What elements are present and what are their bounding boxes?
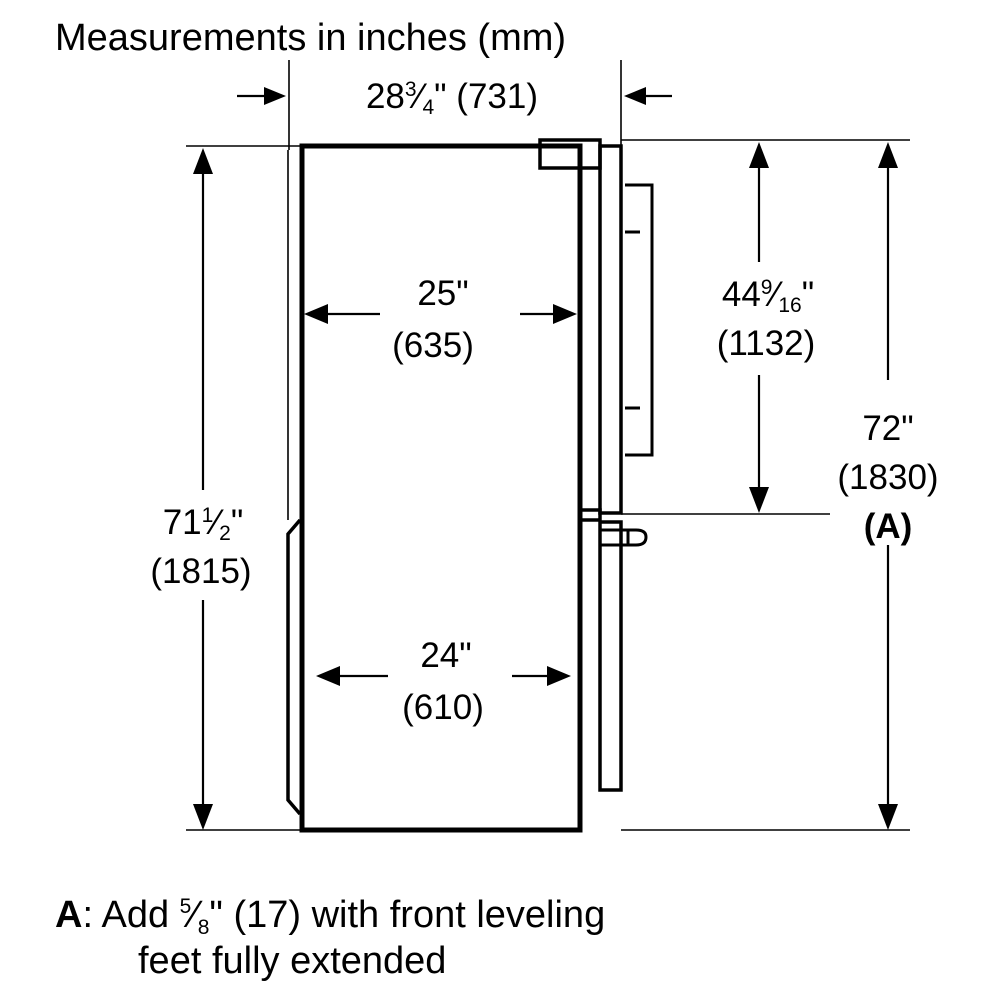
arrowhead-lower-depth-right (547, 666, 571, 686)
dim-label-total-height-inches: 72" (862, 409, 913, 448)
dim-label-lower-depth-inches: 24" (420, 636, 471, 675)
lower-door-slab (598, 520, 623, 792)
arrowhead-total-top (878, 142, 898, 168)
dim-label-upper-height-inches: 449⁄16" (722, 275, 814, 317)
arrowhead-cab-height-bottom (193, 804, 213, 830)
upper-door-handle (625, 183, 654, 457)
dim-label-upper-height-mm: (1132) (717, 324, 816, 363)
dim-label-lower-depth-mm: (610) (402, 688, 484, 727)
dim-label-total-height-note-ref: (A) (864, 507, 913, 546)
footnote-line-1: A: Add 5⁄8" (17) with front leveling (55, 894, 605, 939)
arrowhead-lower-depth-left (316, 666, 340, 686)
footnote-line-2: feet fully extended (138, 940, 446, 982)
door-divider (578, 508, 602, 522)
arrowhead-upper-top (749, 142, 769, 168)
rear-panel-strip (286, 518, 302, 816)
diagram-title: Measurements in inches (mm) (55, 17, 566, 59)
dim-label-total-height-mm: (1830) (837, 458, 938, 497)
arrowhead-total-bottom (878, 804, 898, 830)
dim-label-cab-depth-mm: (635) (392, 326, 474, 365)
arrowhead-upper-bottom (749, 487, 769, 513)
dim-label-total-depth: 283⁄4" (731) (366, 77, 538, 119)
arrowhead-cab-height-top (193, 148, 213, 174)
arrowhead-depth-left (264, 87, 286, 105)
lower-drawer-handle (598, 528, 648, 547)
cabinet-body-outline (299, 143, 583, 833)
arrowhead-cab-depth-right (553, 304, 577, 324)
arrowhead-depth-right (624, 87, 646, 105)
arrowhead-cab-depth-left (304, 304, 328, 324)
upper-door-slab (598, 144, 623, 515)
dim-label-cab-depth-inches: 25" (417, 274, 468, 313)
dim-label-cab-height-inches: 711⁄2" (163, 503, 244, 545)
dim-label-cab-height-mm: (1815) (150, 552, 251, 591)
